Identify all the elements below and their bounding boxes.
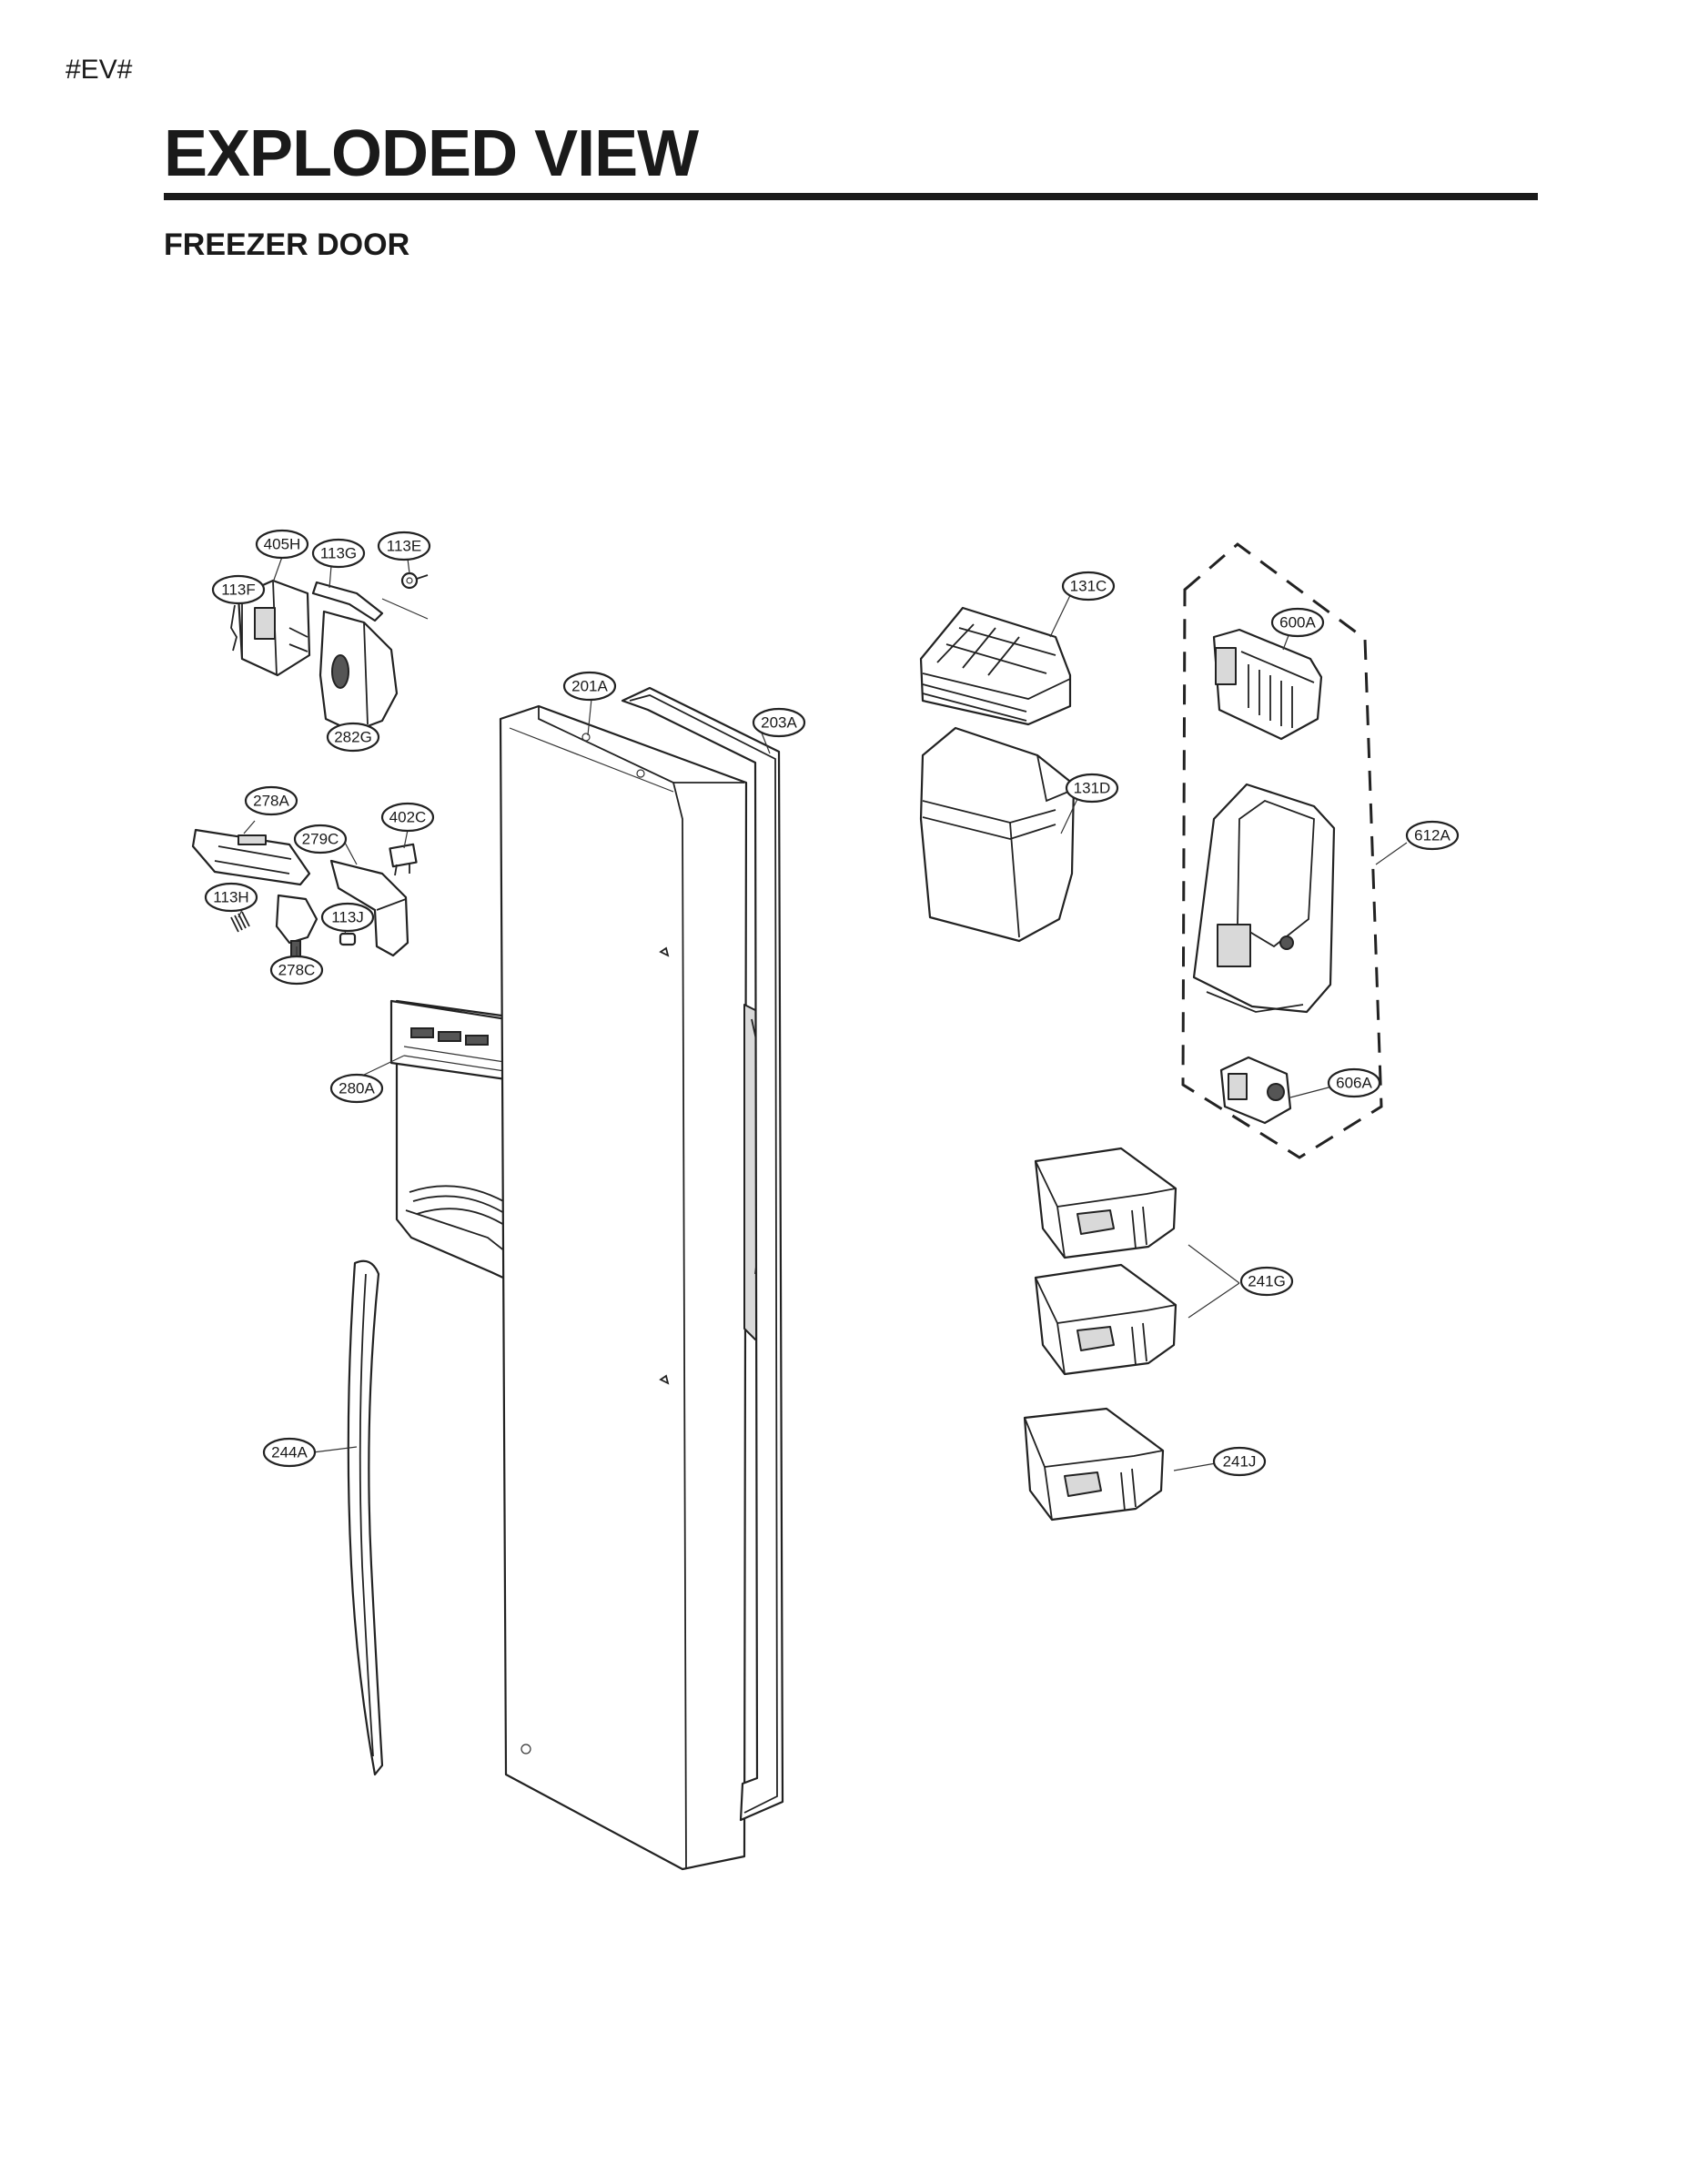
callout-113g-label: 113G — [320, 545, 357, 562]
part-241g-door-bin-upper — [1034, 1147, 1178, 1259]
callout-201a: 201A — [562, 671, 617, 702]
callout-606a-label: 606A — [1336, 1075, 1372, 1092]
part-113e-screw — [400, 571, 429, 590]
part-113f-wire — [230, 604, 238, 652]
callout-131d: 131D — [1065, 773, 1119, 804]
section-title: FREEZER DOOR — [164, 228, 410, 262]
callout-279c: 279C — [293, 824, 348, 854]
title-rule — [164, 193, 1538, 200]
callout-280a: 280A — [329, 1073, 384, 1104]
group-612a-outline — [1181, 542, 1383, 1159]
part-203a-door-gasket — [621, 686, 784, 1822]
callout-113e: 113E — [377, 531, 431, 561]
callout-241g-label: 241G — [1248, 1273, 1286, 1290]
part-113h-spring — [230, 911, 250, 933]
part-600a-icemaker — [1212, 628, 1323, 741]
callout-282g: 282G — [326, 722, 380, 753]
part-113g-plate — [311, 581, 384, 622]
part-282g-damper-cover — [318, 610, 399, 733]
callout-600a: 600A — [1270, 607, 1325, 638]
callout-244a: 244A — [262, 1437, 317, 1468]
callout-280a-label: 280A — [339, 1080, 375, 1097]
callout-113j: 113J — [320, 902, 375, 933]
callout-405h-label: 405H — [264, 536, 301, 553]
callout-241g: 241G — [1239, 1266, 1294, 1297]
callout-606a: 606A — [1327, 1067, 1381, 1098]
callout-612a-label: 612A — [1414, 827, 1450, 844]
callout-113j-label: 113J — [331, 909, 364, 926]
callout-278a-label: 278A — [253, 793, 289, 810]
callout-131c-label: 131C — [1070, 578, 1107, 595]
part-405h-switch-assembly — [237, 579, 311, 677]
callout-279c-label: 279C — [302, 831, 339, 848]
callout-402c: 402C — [380, 802, 435, 833]
part-278a-bracket — [191, 828, 311, 886]
callout-405h: 405H — [255, 529, 309, 560]
callout-113f: 113F — [211, 574, 266, 605]
part-606a-motor — [1219, 1056, 1292, 1125]
callout-402c-label: 402C — [389, 809, 427, 826]
page-title: EXPLODED VIEW — [164, 117, 699, 190]
part-612a-housing — [1192, 783, 1336, 1014]
callout-203a: 203A — [752, 707, 806, 738]
part-241g-door-bin-lower — [1034, 1263, 1178, 1376]
callout-113h: 113H — [204, 882, 258, 913]
callout-241j: 241J — [1212, 1446, 1267, 1477]
part-131c-ice-bin-cover — [919, 606, 1072, 726]
callout-244a-label: 244A — [271, 1444, 308, 1461]
callout-131c: 131C — [1061, 571, 1116, 602]
part-201a-freezer-door — [499, 704, 780, 1871]
part-113j-pin — [339, 932, 357, 946]
callout-278a: 278A — [244, 785, 298, 816]
part-278c-actuator — [275, 894, 318, 960]
callout-201a-label: 201A — [571, 678, 608, 695]
callout-131d-label: 131D — [1074, 780, 1111, 797]
callout-282g-label: 282G — [334, 729, 372, 746]
callout-600a-label: 600A — [1279, 614, 1316, 632]
part-241j-door-bin — [1023, 1407, 1165, 1522]
callout-113h-label: 113H — [213, 889, 248, 906]
callout-113g: 113G — [311, 538, 366, 569]
callout-113e-label: 113E — [387, 538, 421, 555]
part-131d-ice-bin — [919, 726, 1076, 943]
callout-203a-label: 203A — [761, 714, 797, 732]
callout-278c: 278C — [269, 955, 324, 986]
part-279c-lever — [329, 859, 409, 957]
callout-113f-label: 113F — [221, 581, 256, 599]
part-244a-door-handle — [347, 1259, 384, 1776]
callout-241j-label: 241J — [1223, 1453, 1257, 1471]
part-402c-switch — [389, 843, 418, 876]
page-tag: #EV# — [66, 55, 133, 85]
callout-278c-label: 278C — [278, 962, 316, 979]
callout-612a: 612A — [1405, 820, 1460, 851]
